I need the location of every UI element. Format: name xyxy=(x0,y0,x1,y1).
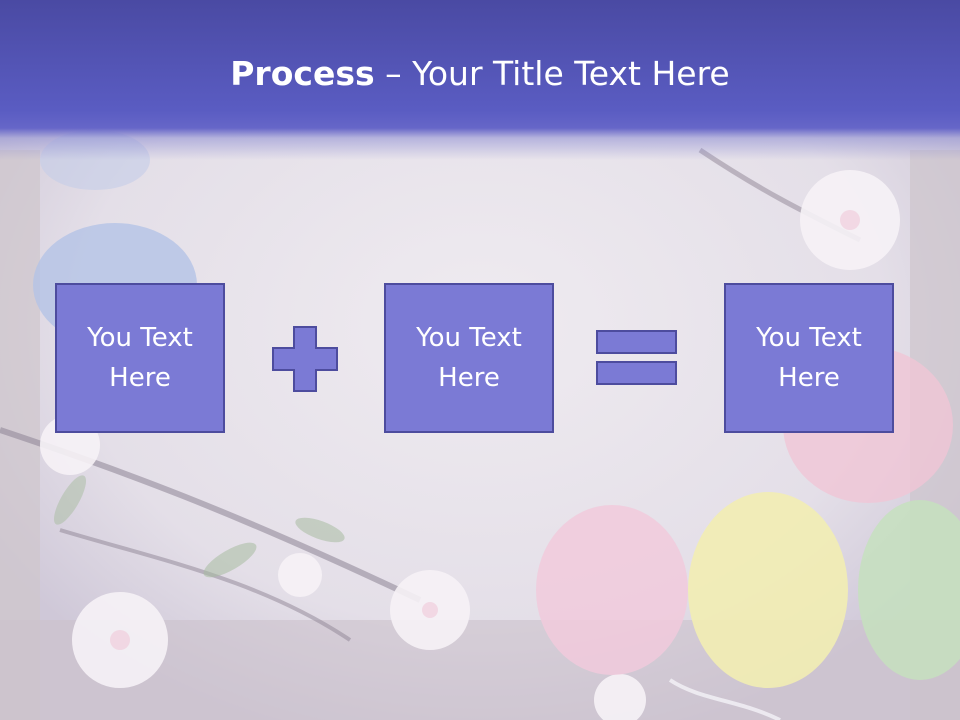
process-box-2-line2: Here xyxy=(438,363,500,393)
process-box-3-text: You Text Here xyxy=(734,318,884,398)
process-box-3[interactable]: You Text Here xyxy=(724,283,894,433)
process-box-2[interactable]: You Text Here xyxy=(384,283,554,433)
process-box-1-line1: You Text xyxy=(87,323,193,353)
slide-title: Process – Your Title Text Here xyxy=(0,52,960,96)
process-box-3-line2: Here xyxy=(778,363,840,393)
process-box-2-line1: You Text xyxy=(416,323,522,353)
title-band xyxy=(0,0,960,160)
green-egg xyxy=(858,500,960,680)
process-box-2-text: You Text Here xyxy=(394,318,544,398)
equals-icon xyxy=(596,330,677,385)
pink-egg-left xyxy=(536,505,688,675)
title-bold: Process xyxy=(230,54,375,93)
process-box-1-text: You Text Here xyxy=(65,318,215,398)
yellow-egg xyxy=(688,492,848,688)
plus-icon xyxy=(272,326,338,392)
process-box-1-line2: Here xyxy=(109,363,171,393)
process-box-3-line1: You Text xyxy=(756,323,862,353)
process-box-1[interactable]: You Text Here xyxy=(55,283,225,433)
title-rest: – Your Title Text Here xyxy=(374,54,730,93)
